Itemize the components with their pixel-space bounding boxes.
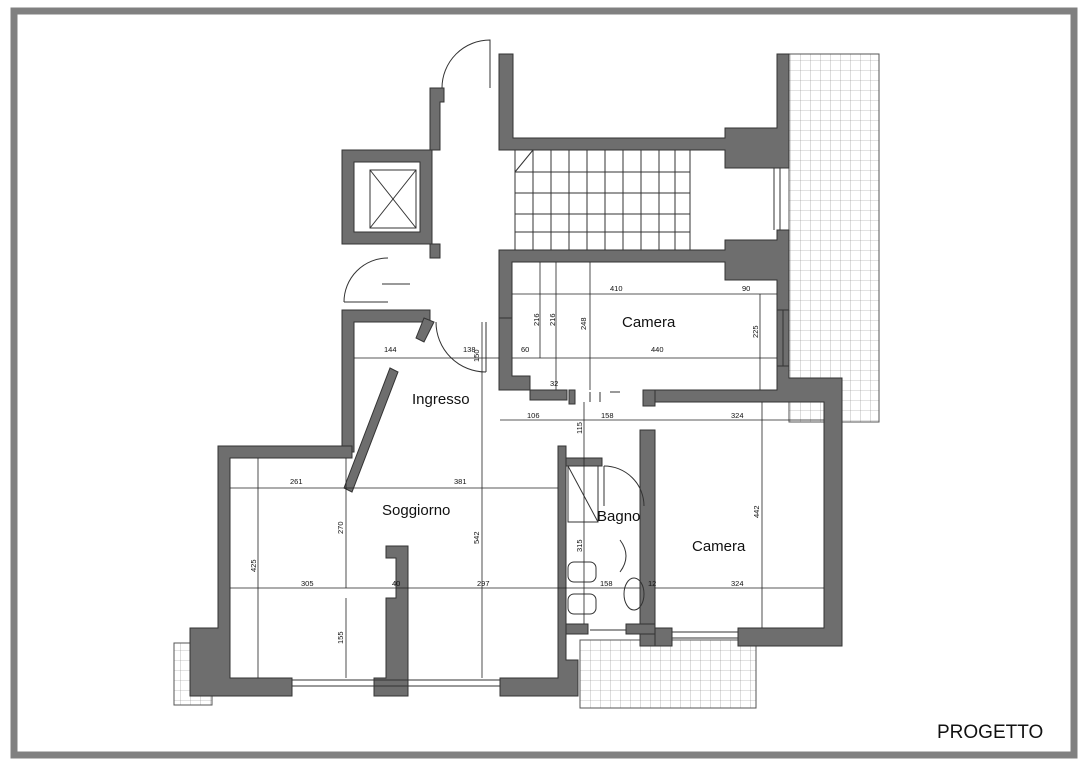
dim-label: 158: [601, 411, 614, 420]
room-label-camera-bottom: Camera: [692, 538, 746, 555]
dim-label: 442: [752, 505, 761, 518]
dim-label: 410: [610, 284, 623, 293]
dim-label: 150: [472, 349, 481, 362]
room-label-camera-top: Camera: [622, 314, 676, 331]
lift-shaft: [341, 149, 433, 245]
dim-label: 155: [336, 631, 345, 644]
dim-label: 225: [751, 325, 760, 338]
dim-label: 216: [532, 313, 541, 326]
project-stamp: PROGETTO: [937, 722, 1043, 743]
dim-label: 305: [301, 579, 314, 588]
dim-label: 216: [548, 313, 557, 326]
dim-label: 60: [521, 345, 529, 354]
bidet: [567, 593, 597, 615]
dim-label: 115: [575, 422, 584, 434]
dim-label: 315: [575, 539, 584, 552]
washbasin: [623, 577, 645, 611]
dim-label: 324: [731, 411, 744, 420]
dim-label: 248: [579, 317, 588, 330]
dim-label: 440: [651, 345, 664, 354]
dim-label: 144: [384, 345, 397, 354]
dim-label: 138: [463, 345, 476, 354]
bathroom-fixtures: [567, 465, 645, 615]
dim-label: 12: [648, 579, 656, 588]
doors: [292, 39, 784, 687]
dim-label: 40: [392, 579, 400, 588]
dim-label: 106: [527, 411, 540, 420]
dim-label: 381: [454, 477, 467, 486]
dim-label: 324: [731, 579, 744, 588]
dim-label: 270: [336, 521, 345, 534]
terrace-bottom: [579, 639, 757, 709]
dim-label: 32: [550, 379, 558, 388]
toilet: [567, 561, 597, 583]
room-label-bagno: Bagno: [597, 508, 640, 525]
walls: [189, 53, 843, 697]
dim-label: 158: [600, 579, 613, 588]
terrace-right: [788, 53, 880, 423]
dim-label: 90: [742, 284, 750, 293]
room-label-ingresso: Ingresso: [412, 391, 470, 408]
dimension-lines: [230, 262, 824, 678]
dim-label: 261: [290, 477, 303, 486]
room-label-soggiorno: Soggiorno: [382, 502, 450, 519]
dim-label: 542: [472, 531, 481, 544]
sheet-frame: [10, 7, 1078, 759]
dim-label: 425: [249, 559, 258, 572]
staircase: [514, 149, 691, 251]
dim-label: 297: [477, 579, 490, 588]
shower-tray: [567, 465, 599, 523]
